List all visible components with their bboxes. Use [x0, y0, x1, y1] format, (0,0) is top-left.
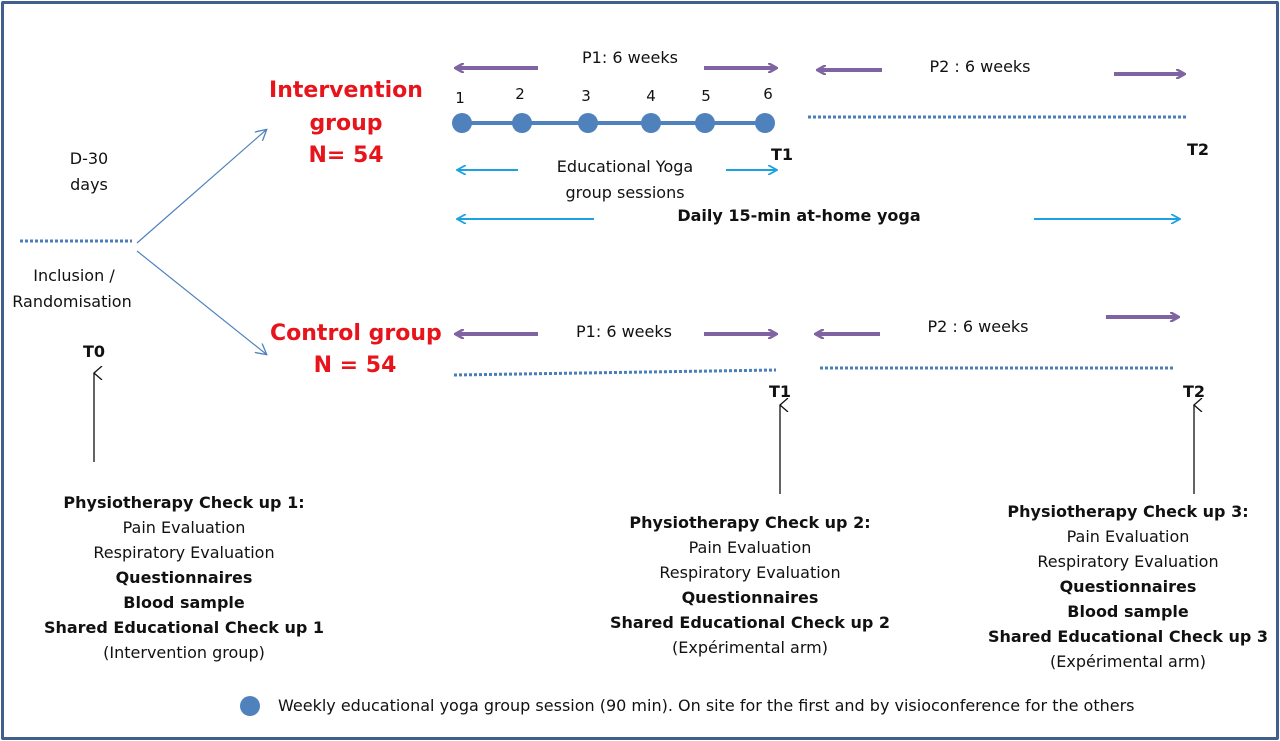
checkup2-block: Physiotherapy Check up 2: Pain Evaluatio… [590, 510, 910, 660]
session-number-1: 1 [455, 89, 465, 107]
checkup3-blood: Blood sample [1067, 602, 1189, 621]
session-dot-3 [578, 113, 598, 133]
control-p2-label: P2 : 6 weeks [927, 317, 1029, 336]
intervention-t2-label: T2 [1186, 140, 1210, 159]
daily-yoga-label: Daily 15-min at-home yoga [677, 206, 921, 225]
inclusion-label: Inclusion / [33, 266, 115, 285]
control-n-label: N = 54 [313, 353, 397, 378]
checkup1-pain: Pain Evaluation [122, 518, 246, 537]
d30-label: D-30 [69, 149, 109, 168]
intervention-group-line1: Intervention [269, 78, 423, 103]
session-dot-2 [512, 113, 532, 133]
session-dot-1 [452, 113, 472, 133]
control-t2-label: T2 [1182, 382, 1206, 401]
control-group-label: Control group [270, 321, 442, 346]
checkup1-title: Physiotherapy Check up 1: [63, 493, 305, 512]
session-dot-5 [695, 113, 715, 133]
checkup1-blood: Blood sample [123, 593, 245, 612]
branch-arrow-intervention [136, 130, 266, 244]
checkup1-quest: Questionnaires [115, 568, 253, 587]
control-p1-label: P1: 6 weeks [576, 322, 672, 341]
intervention-n-label: N= 54 [308, 143, 384, 168]
branch-arrow-control [136, 250, 266, 354]
checkup2-arm: (Expérimental arm) [672, 638, 828, 657]
session-dot-6 [755, 113, 775, 133]
checkup3-shared: Shared Educational Check up 3 [987, 627, 1269, 646]
checkup2-quest: Questionnaires [681, 588, 819, 607]
randomisation-label: Randomisation [12, 292, 132, 311]
control-t1-label: T1 [768, 382, 792, 401]
checkup2-pain: Pain Evaluation [688, 538, 812, 557]
checkup1-resp: Respiratory Evaluation [93, 543, 275, 562]
checkup3-title: Physiotherapy Check up 3: [1007, 502, 1249, 521]
session-number-5: 5 [701, 87, 711, 105]
legend-session-marker [240, 696, 260, 716]
session-dot-4 [641, 113, 661, 133]
session-number-2: 2 [515, 85, 525, 103]
intervention-p2-label: P2 : 6 weeks [929, 57, 1031, 76]
checkup3-quest: Questionnaires [1059, 577, 1197, 596]
edu-yoga-label-line1: Educational Yoga [556, 157, 694, 176]
diagram-graphics [20, 4, 1276, 716]
checkup2-resp: Respiratory Evaluation [659, 563, 841, 582]
intervention-p1-label: P1: 6 weeks [582, 48, 678, 67]
t0-label: T0 [82, 342, 106, 361]
session-number-6: 6 [763, 85, 773, 103]
session-number-3: 3 [581, 87, 591, 105]
intervention-t1-label: T1 [770, 145, 794, 164]
intervention-group-line2: group [309, 111, 383, 136]
edu-yoga-label-line2: group sessions [565, 183, 685, 202]
checkup2-title: Physiotherapy Check up 2: [629, 513, 871, 532]
checkup3-block: Physiotherapy Check up 3: Pain Evaluatio… [968, 499, 1276, 674]
legend-text: Weekly educational yoga group session (9… [278, 696, 1135, 715]
checkup3-pain: Pain Evaluation [1066, 527, 1190, 546]
session-number-4: 4 [646, 87, 656, 105]
checkup3-resp: Respiratory Evaluation [1037, 552, 1219, 571]
control-p1-dotted-line [453, 368, 777, 377]
checkup2-shared: Shared Educational Check up 2 [609, 613, 891, 632]
days-label: days [70, 175, 108, 194]
checkup3-arm: (Expérimental arm) [1050, 652, 1206, 671]
checkup1-shared: Shared Educational Check up 1 [43, 618, 325, 637]
checkup1-block: Physiotherapy Check up 1: Pain Evaluatio… [24, 490, 344, 665]
checkup1-arm: (Intervention group) [103, 643, 265, 662]
